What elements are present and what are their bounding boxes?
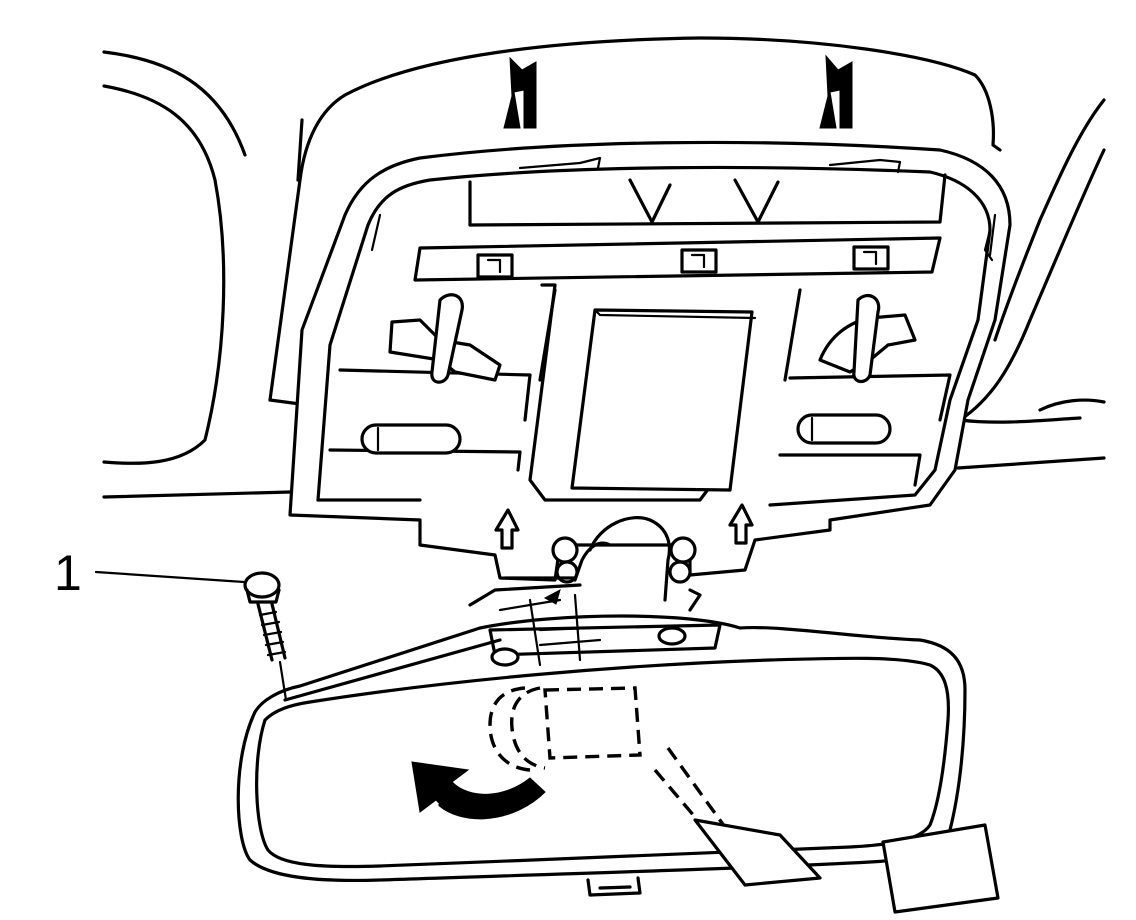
sunglass-bin-opening [468, 156, 947, 227]
overhead-console-housing [268, 36, 1002, 406]
install-arrow-left [503, 56, 537, 129]
mirror-stem [498, 589, 602, 667]
mounting-crossbar [413, 236, 942, 282]
windshield-edge-left [102, 50, 292, 499]
mirror-mount-base [468, 516, 702, 612]
console-display-window [528, 283, 757, 502]
rotate-direction-arrow [411, 761, 546, 820]
guide-arrows [494, 503, 754, 550]
windshield-sensor-pad [881, 823, 1000, 914]
rear-view-mirror [236, 614, 967, 897]
callout-leader-1 [94, 570, 246, 584]
mirror-screw [243, 571, 288, 702]
left-lamp-housing [328, 288, 557, 472]
headliner-edge-right [956, 98, 1106, 470]
sensor-plate [693, 818, 822, 887]
right-lamp-housing [778, 288, 952, 487]
install-arrow-right [819, 54, 853, 129]
callout-label-1: 1 [54, 545, 82, 601]
hidden-mount-outline [488, 686, 642, 772]
